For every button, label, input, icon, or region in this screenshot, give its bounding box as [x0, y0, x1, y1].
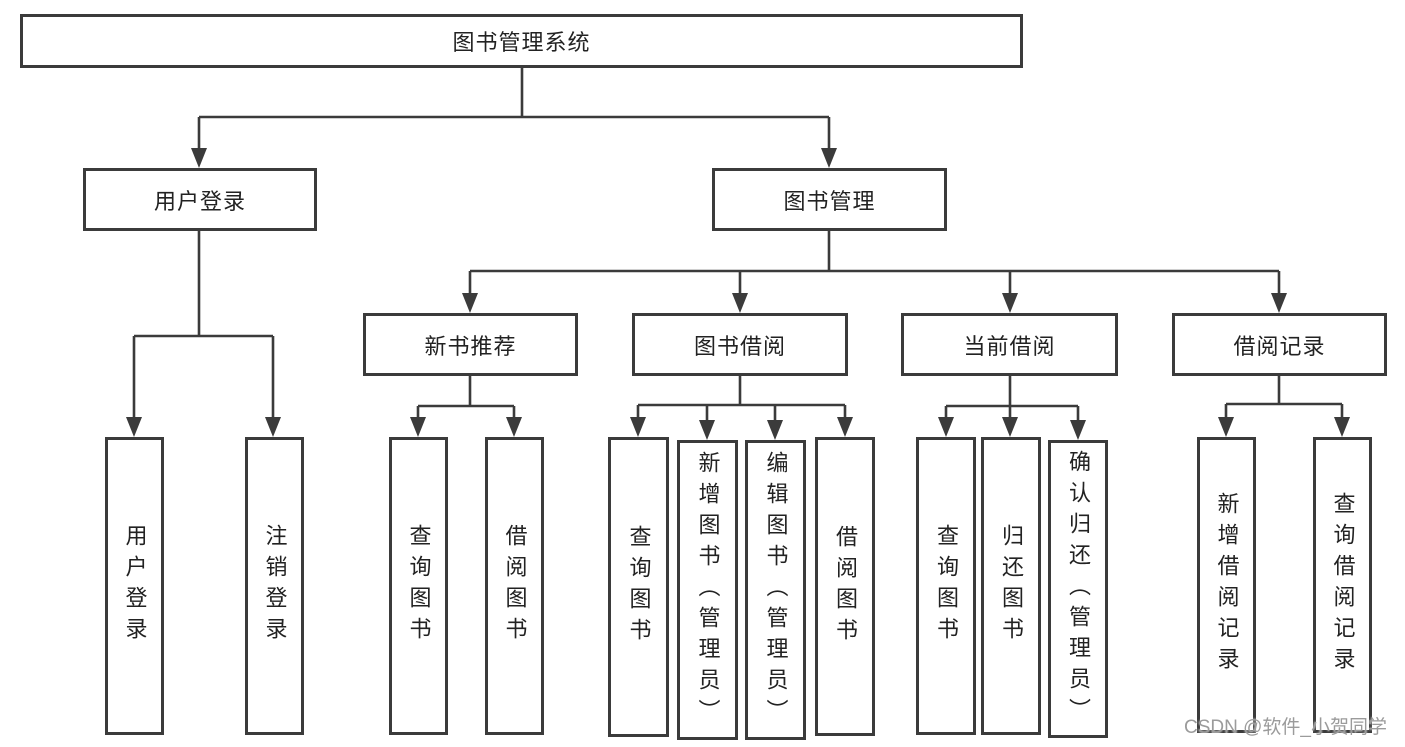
arrow-icon — [265, 417, 281, 437]
node-current-borrowing-label: 当前借阅 — [963, 333, 1056, 359]
node-leaf-borrow-add-label: 新增图书（管理员） — [695, 450, 721, 730]
node-leaf-borrow-borrow: 借阅图书 — [815, 437, 875, 736]
node-leaf-record-query: 查询借阅记录 — [1313, 437, 1372, 733]
connector-user-login — [132, 231, 275, 419]
node-leaf-current-query-label: 查询图书 — [934, 524, 959, 648]
arrow-icon — [1002, 417, 1018, 437]
node-leaf-borrow-add: 新增图书（管理员） — [677, 440, 738, 740]
node-leaf-rec-borrow-label: 借阅图书 — [502, 524, 528, 648]
arrow-icon — [126, 417, 142, 437]
arrow-icon — [462, 293, 478, 313]
node-book-borrowing-label: 图书借阅 — [693, 333, 786, 359]
connector-root — [197, 68, 831, 150]
node-book-management-label: 图书管理 — [783, 188, 876, 214]
node-leaf-borrow-edit-label: 编辑图书（管理员） — [763, 450, 789, 730]
connector-borrowing-records — [1224, 376, 1344, 419]
node-leaf-current-return-label: 归还图书 — [999, 524, 1024, 648]
node-leaf-logout-label: 注销登录 — [262, 524, 288, 648]
node-user-login-label: 用户登录 — [153, 188, 246, 214]
arrowheads — [126, 148, 1350, 440]
node-leaf-current-return: 归还图书 — [981, 437, 1041, 735]
arrow-icon — [1002, 293, 1018, 313]
node-leaf-current-confirm-label: 确认归还（管理员） — [1066, 449, 1091, 729]
arrow-icon — [1334, 417, 1350, 437]
node-leaf-rec-query-label: 查询图书 — [406, 524, 432, 648]
node-user-login: 用户登录 — [83, 168, 317, 231]
node-leaf-current-query: 查询图书 — [916, 437, 976, 735]
arrow-icon — [732, 293, 748, 313]
node-leaf-login: 用户登录 — [105, 437, 164, 735]
node-leaf-record-add-label: 新增借阅记录 — [1214, 492, 1240, 678]
arrow-icon — [410, 417, 426, 437]
arrow-icon — [767, 420, 783, 440]
connector-current-borrowing — [944, 376, 1080, 422]
node-leaf-rec-query: 查询图书 — [389, 437, 448, 735]
node-leaf-borrow-borrow-label: 借阅图书 — [833, 524, 858, 649]
node-book-borrowing: 图书借阅 — [632, 313, 848, 376]
arrow-icon — [1271, 293, 1287, 313]
node-borrowing-records: 借阅记录 — [1172, 313, 1387, 376]
node-book-management: 图书管理 — [712, 168, 947, 231]
connector-new-book-recommend — [416, 376, 516, 419]
node-new-book-recommend: 新书推荐 — [363, 313, 578, 376]
node-leaf-logout: 注销登录 — [245, 437, 304, 735]
arrow-icon — [821, 148, 837, 168]
arrow-icon — [938, 417, 954, 437]
node-current-borrowing: 当前借阅 — [901, 313, 1118, 376]
arrow-icon — [630, 417, 646, 437]
node-leaf-record-query-label: 查询借阅记录 — [1330, 492, 1356, 678]
connector-book-management — [468, 231, 1281, 295]
node-leaf-rec-borrow: 借阅图书 — [485, 437, 544, 735]
node-leaf-current-confirm: 确认归还（管理员） — [1048, 440, 1108, 738]
node-leaf-record-add: 新增借阅记录 — [1197, 437, 1256, 733]
connector-lines — [132, 68, 1344, 422]
node-leaf-login-label: 用户登录 — [122, 524, 148, 648]
arrow-icon — [837, 417, 853, 437]
arrow-icon — [1218, 417, 1234, 437]
node-new-book-recommend-label: 新书推荐 — [424, 333, 517, 359]
node-leaf-borrow-edit: 编辑图书（管理员） — [745, 440, 806, 740]
arrow-icon — [506, 417, 522, 437]
node-root: 图书管理系统 — [20, 14, 1023, 68]
node-leaf-borrow-query: 查询图书 — [608, 437, 669, 737]
node-root-label: 图书管理系统 — [452, 30, 591, 55]
connector-book-borrowing — [636, 376, 847, 422]
node-borrowing-records-label: 借阅记录 — [1233, 333, 1326, 359]
node-leaf-borrow-query-label: 查询图书 — [626, 525, 652, 649]
arrow-icon — [191, 148, 207, 168]
arrow-icon — [1070, 420, 1086, 440]
arrow-icon — [699, 420, 715, 440]
watermark: CSDN @软件_小贺同学 — [1184, 717, 1387, 738]
